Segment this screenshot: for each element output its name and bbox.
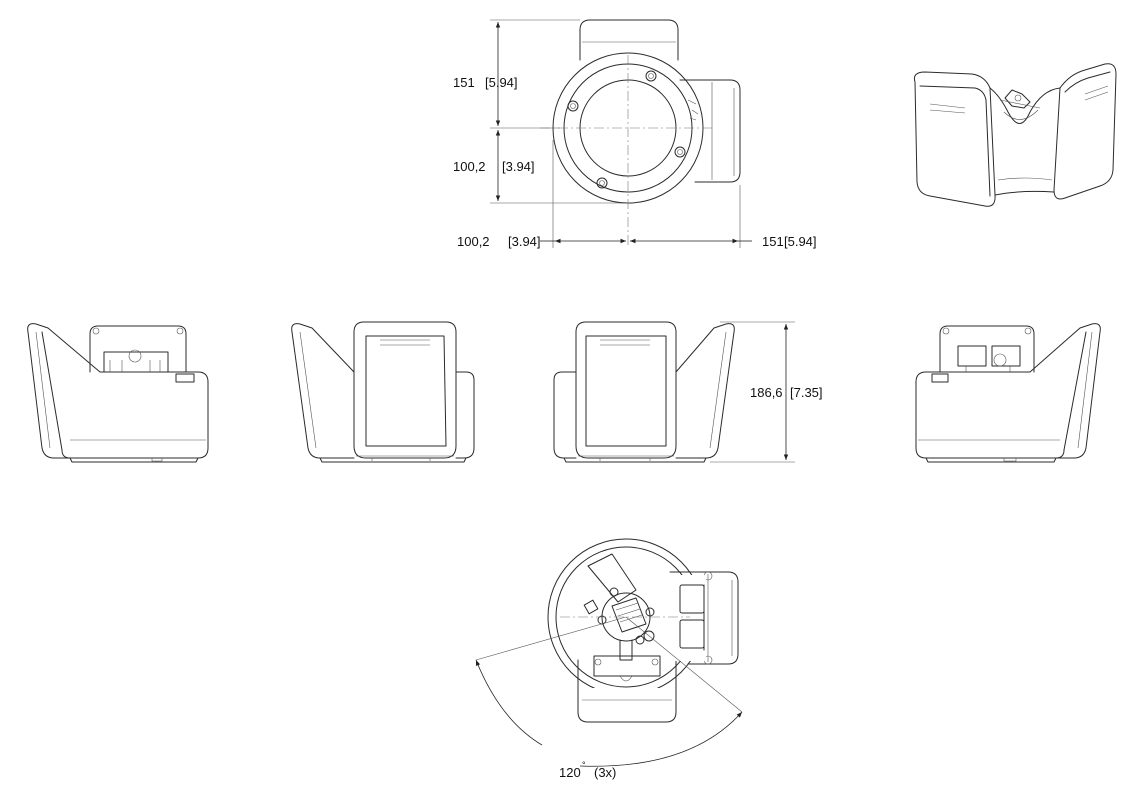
dim-lower-height-inch: [3.94] xyxy=(502,159,535,174)
dim-right-width: 151 xyxy=(762,234,784,249)
dim-upper-height-inch: [5.94] xyxy=(485,75,518,90)
dim-lower-height: 100,2 xyxy=(453,159,486,174)
dim-side-height-inch: [7.35] xyxy=(790,385,823,400)
bottom-view xyxy=(475,538,743,767)
top-view xyxy=(490,19,752,248)
dim-right-width-inch: [5.94] xyxy=(784,234,817,249)
angle-degree-symbol: ° xyxy=(582,760,586,770)
angle-label: 120 ° (3x) xyxy=(559,760,616,780)
angle-count: (3x) xyxy=(594,765,616,780)
isometric-view xyxy=(914,63,1117,207)
dim-side-height: 186,6 xyxy=(750,385,783,400)
side-view-back xyxy=(553,321,795,463)
side-view-front xyxy=(291,321,475,463)
dim-upper-height: 151 xyxy=(453,75,475,90)
side-view-right xyxy=(915,323,1101,463)
angle-value: 120 xyxy=(559,765,581,780)
side-view-left xyxy=(27,323,209,463)
dim-left-width-inch: [3.94] xyxy=(508,234,541,249)
dim-left-width: 100,2 xyxy=(457,234,490,249)
